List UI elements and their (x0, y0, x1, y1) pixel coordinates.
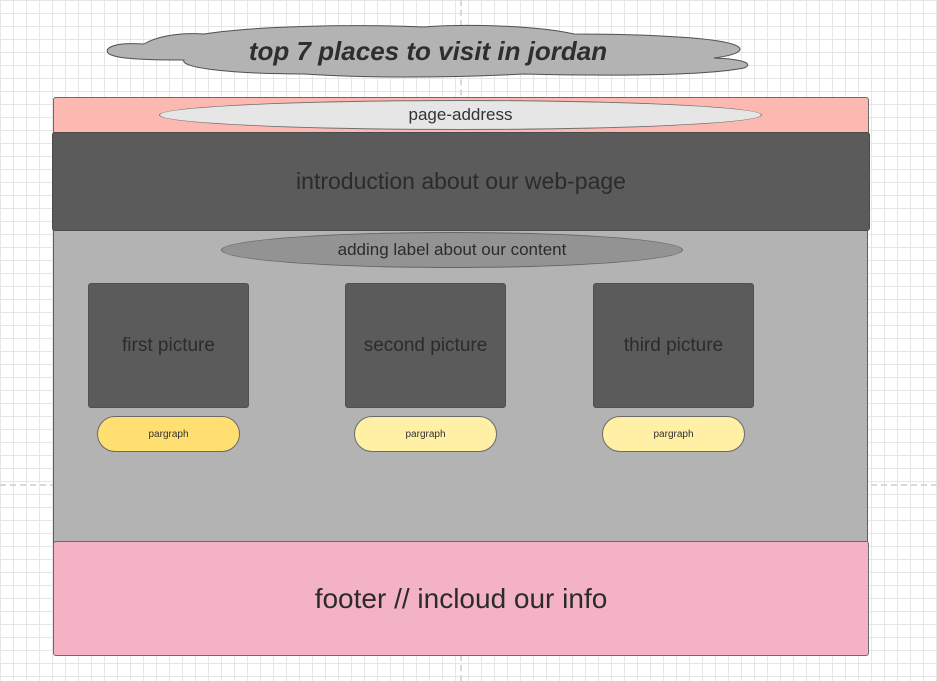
page-title: top 7 places to visit in jordan (248, 35, 608, 66)
intro-section: introduction about our web-page (52, 132, 870, 231)
footer-section: footer // incloud our info (53, 541, 869, 656)
second-picture: second picture (345, 283, 506, 408)
first-picture: first picture (88, 283, 249, 408)
first-paragraph: pargraph (97, 416, 240, 452)
third-paragraph: pargraph (602, 416, 745, 452)
page-address-field[interactable]: page-address (159, 100, 762, 130)
content-label: adding label about our content (221, 232, 683, 268)
second-paragraph: pargraph (354, 416, 497, 452)
third-picture: third picture (593, 283, 754, 408)
title-cloud-shape (106, 24, 749, 78)
